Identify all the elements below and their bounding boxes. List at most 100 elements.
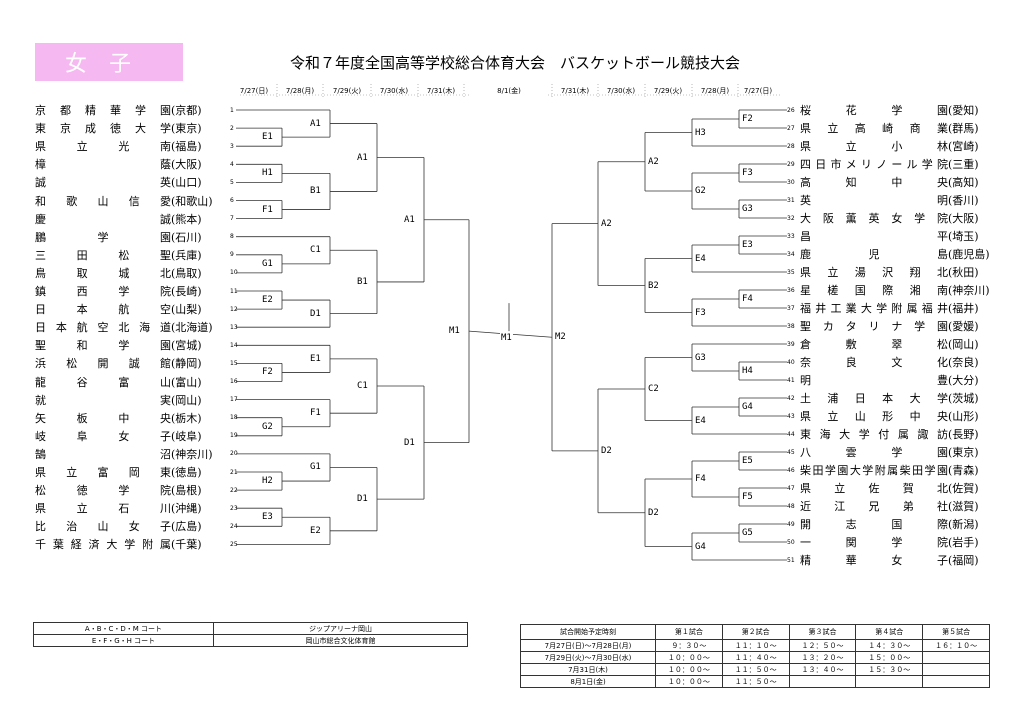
team-entry: 星槎国際湘南(神奈川) xyxy=(800,281,1000,299)
team-number: 45 xyxy=(787,448,795,456)
team-name: 日本航空 xyxy=(35,303,171,317)
team-number: 44 xyxy=(787,430,795,438)
game-label: G3 xyxy=(741,204,754,214)
game-label: E4 xyxy=(694,415,707,426)
schedule-cell: 7月27日(日)～7月28日(月) xyxy=(520,639,656,652)
team-prefecture: (宮崎) xyxy=(948,140,979,153)
team-name: 比治山女子 xyxy=(35,520,171,534)
team-number: 7 xyxy=(230,215,234,223)
team-number: 14 xyxy=(230,341,238,349)
team-prefecture: (佐賀) xyxy=(948,482,979,495)
team-prefecture: (沖縄) xyxy=(171,502,202,516)
date-right-1: 7/31(木) xyxy=(560,87,590,95)
game-label: D1 xyxy=(403,437,416,448)
team-prefecture: (長崎) xyxy=(171,285,202,298)
schedule-cell: １６：１０～ xyxy=(922,639,990,652)
team-prefecture: (三重) xyxy=(948,158,979,171)
schedule-row: 7月29日(火)～7月30日(水)１０：００～１１：４０～１３：２０～１５：００… xyxy=(520,651,990,664)
team-name: 鵠沼 xyxy=(35,447,171,461)
team-name: 矢板中央 xyxy=(35,411,171,425)
team-prefecture: (岐阜) xyxy=(171,429,202,443)
venue-row: E・F・G・H コート 岡山市総合文化体育館 xyxy=(33,634,468,647)
team-entry: 県立湯沢翔北(秋田) xyxy=(800,263,1000,281)
team-entry: 松徳学院(島根) xyxy=(35,481,235,499)
team-prefecture: (長野) xyxy=(948,428,979,441)
date-right-2: 7/30(水) xyxy=(606,87,636,95)
team-number: 15 xyxy=(230,359,238,367)
team-number: 18 xyxy=(230,414,238,422)
date-left-4: 7/30(水) xyxy=(379,87,409,95)
team-entry: 福井工業大学附属福井(福井) xyxy=(800,299,1000,317)
team-name: 浜松開誠館 xyxy=(35,357,171,371)
team-prefecture: (岩手) xyxy=(948,536,979,549)
schedule-header-cell: 第３試合 xyxy=(788,624,857,640)
team-number: 39 xyxy=(787,340,795,348)
page-title: 令和７年度全国高等学校総合体育大会 バスケットボール競技大会 xyxy=(289,54,740,72)
team-name: 開志国際 xyxy=(800,518,948,531)
schedule-header-cell: 第４試合 xyxy=(855,624,924,640)
team-number: 35 xyxy=(787,268,795,276)
team-prefecture: (東京) xyxy=(948,446,979,459)
team-prefecture: (香川) xyxy=(948,194,979,207)
team-entry: 県立光南(福島) xyxy=(35,137,235,155)
schedule-cell: １１：５０～ xyxy=(721,663,790,676)
game-label: F2 xyxy=(261,367,274,378)
team-entry: 就実(岡山) xyxy=(35,391,235,409)
team-name: 県立佐賀北 xyxy=(800,482,948,495)
schedule-cell: １２：５０～ xyxy=(788,639,857,652)
game-label: F5 xyxy=(741,492,754,502)
team-entry: 京都精華学園(京都) xyxy=(35,101,235,119)
team-name: 一関学院 xyxy=(800,536,948,549)
team-name: 大阪薫英女学院 xyxy=(800,212,948,225)
schedule-cell: １０：００～ xyxy=(655,675,723,688)
team-name: 東京成徳大学 xyxy=(35,122,171,136)
team-name: 県立富岡東 xyxy=(35,466,171,479)
team-number: 22 xyxy=(230,486,238,494)
team-prefecture: (山形) xyxy=(948,410,979,423)
team-prefecture: (愛知) xyxy=(948,104,979,117)
team-name: 県立湯沢翔北 xyxy=(800,266,948,279)
team-number: 2 xyxy=(230,124,234,132)
venue-name: 岡山市総合文化体育館 xyxy=(213,634,468,647)
schedule-header-cell: 第５試合 xyxy=(922,624,990,640)
team-prefecture: (福井) xyxy=(948,302,979,315)
team-entry: 県立石川(沖縄) xyxy=(35,499,235,517)
team-entry: 鹿児島(鹿児島) xyxy=(800,245,1000,263)
game-label: D1 xyxy=(309,308,322,319)
team-number: 4 xyxy=(230,160,234,168)
team-name: 聖カタリナ学園 xyxy=(800,320,948,333)
team-prefecture: (愛媛) xyxy=(948,320,979,333)
team-name: 県立石川 xyxy=(35,502,171,516)
team-entry: 日本航空(山梨) xyxy=(35,300,235,318)
team-prefecture: (宮城) xyxy=(171,339,202,353)
date-center: 8/1(金) xyxy=(497,87,521,95)
game-label: G2 xyxy=(694,186,707,196)
team-name: 東海大学付属諏訪 xyxy=(800,428,948,441)
schedule-cell xyxy=(922,651,990,664)
schedule-cell xyxy=(855,675,924,688)
team-prefecture: (埼玉) xyxy=(948,230,979,243)
team-number: 43 xyxy=(787,412,795,420)
team-number: 32 xyxy=(787,214,795,222)
venue-row: A・B・C・D・M コート ジップアリーナ岡山 xyxy=(33,622,468,635)
team-prefecture: (京都) xyxy=(171,104,202,117)
game-label: M1 xyxy=(500,333,513,344)
team-name: 桜花学園 xyxy=(800,104,948,117)
team-number: 48 xyxy=(787,502,795,510)
team-prefecture: (鹿児島) xyxy=(948,248,990,261)
team-number: 40 xyxy=(787,358,795,366)
schedule-header-row: 試合開始予定時刻第１試合第２試合第３試合第４試合第５試合 xyxy=(520,624,990,640)
team-name: 福井工業大学附属福井 xyxy=(800,302,948,315)
game-label: C1 xyxy=(309,245,322,256)
team-name: 誠英 xyxy=(35,176,171,190)
game-label: E4 xyxy=(694,253,707,264)
team-entry: 県立山形中央(山形) xyxy=(800,407,1000,425)
team-number: 21 xyxy=(230,468,238,476)
team-entry: 聖カタリナ学園(愛媛) xyxy=(800,317,1000,335)
team-prefecture: (新潟) xyxy=(948,518,979,531)
team-entry: 誠英(山口) xyxy=(35,173,235,191)
team-prefecture: (徳島) xyxy=(171,466,202,479)
team-number: 8 xyxy=(230,233,234,241)
game-label: A1 xyxy=(309,118,322,129)
game-label: A1 xyxy=(356,152,369,163)
